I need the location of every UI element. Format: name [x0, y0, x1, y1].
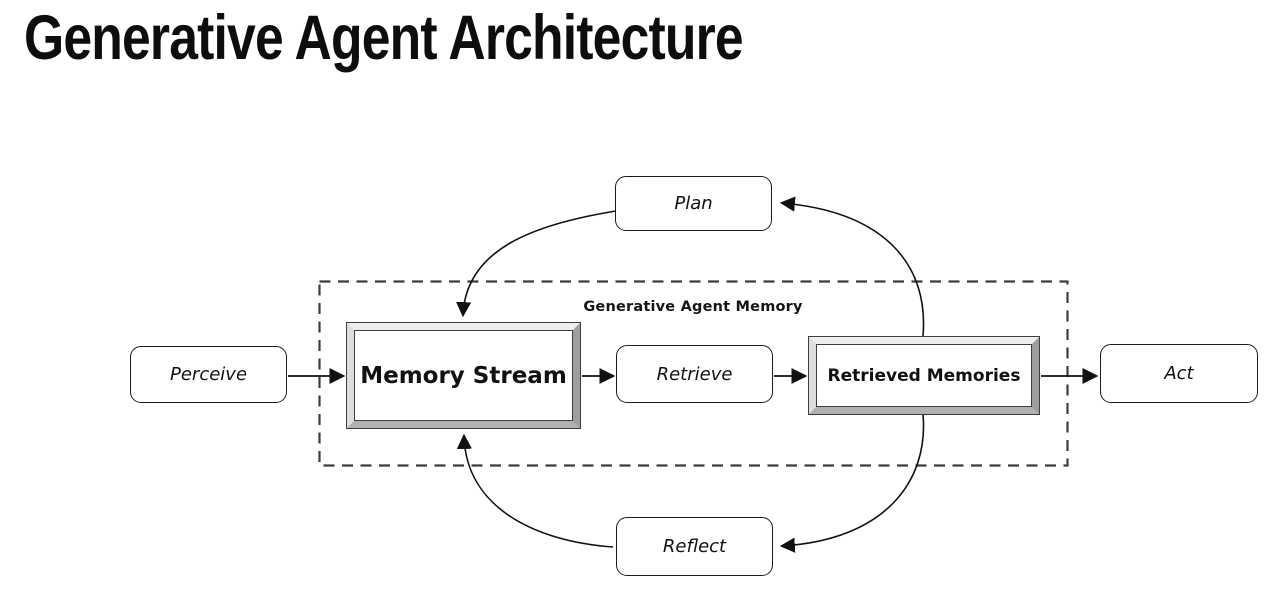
- edge-retrieved-memories-to-plan: [779, 196, 925, 337]
- node-retrieved-memories-label: Retrieved Memories: [827, 365, 1021, 386]
- node-retrieve-label: Retrieve: [656, 363, 733, 385]
- edge-retrieved-memories-to-reflect: [779, 413, 925, 553]
- node-retrieve: Retrieve: [616, 345, 773, 403]
- node-act-label: Act: [1164, 363, 1194, 384]
- node-plan: Plan: [615, 176, 772, 231]
- node-memory-stream: Memory Stream: [346, 322, 581, 429]
- memory-stream-frame: Memory Stream: [347, 323, 580, 428]
- node-retrieved-memories: Retrieved Memories: [808, 336, 1040, 415]
- page-title: Generative Agent Architecture: [24, 3, 744, 73]
- node-memory-stream-label: Memory Stream: [360, 362, 567, 389]
- retrieved-memories-frame: Retrieved Memories: [809, 337, 1039, 414]
- memory-group-label: Generative Agent Memory: [583, 299, 803, 315]
- node-reflect-label: Reflect: [662, 536, 727, 557]
- node-perceive-label: Perceive: [169, 364, 248, 385]
- node-perceive: Perceive: [130, 346, 287, 403]
- node-act: Act: [1100, 344, 1258, 403]
- node-reflect: Reflect: [616, 517, 773, 576]
- node-plan-label: Plan: [674, 193, 713, 214]
- edge-reflect-to-memory-stream: [456, 433, 614, 548]
